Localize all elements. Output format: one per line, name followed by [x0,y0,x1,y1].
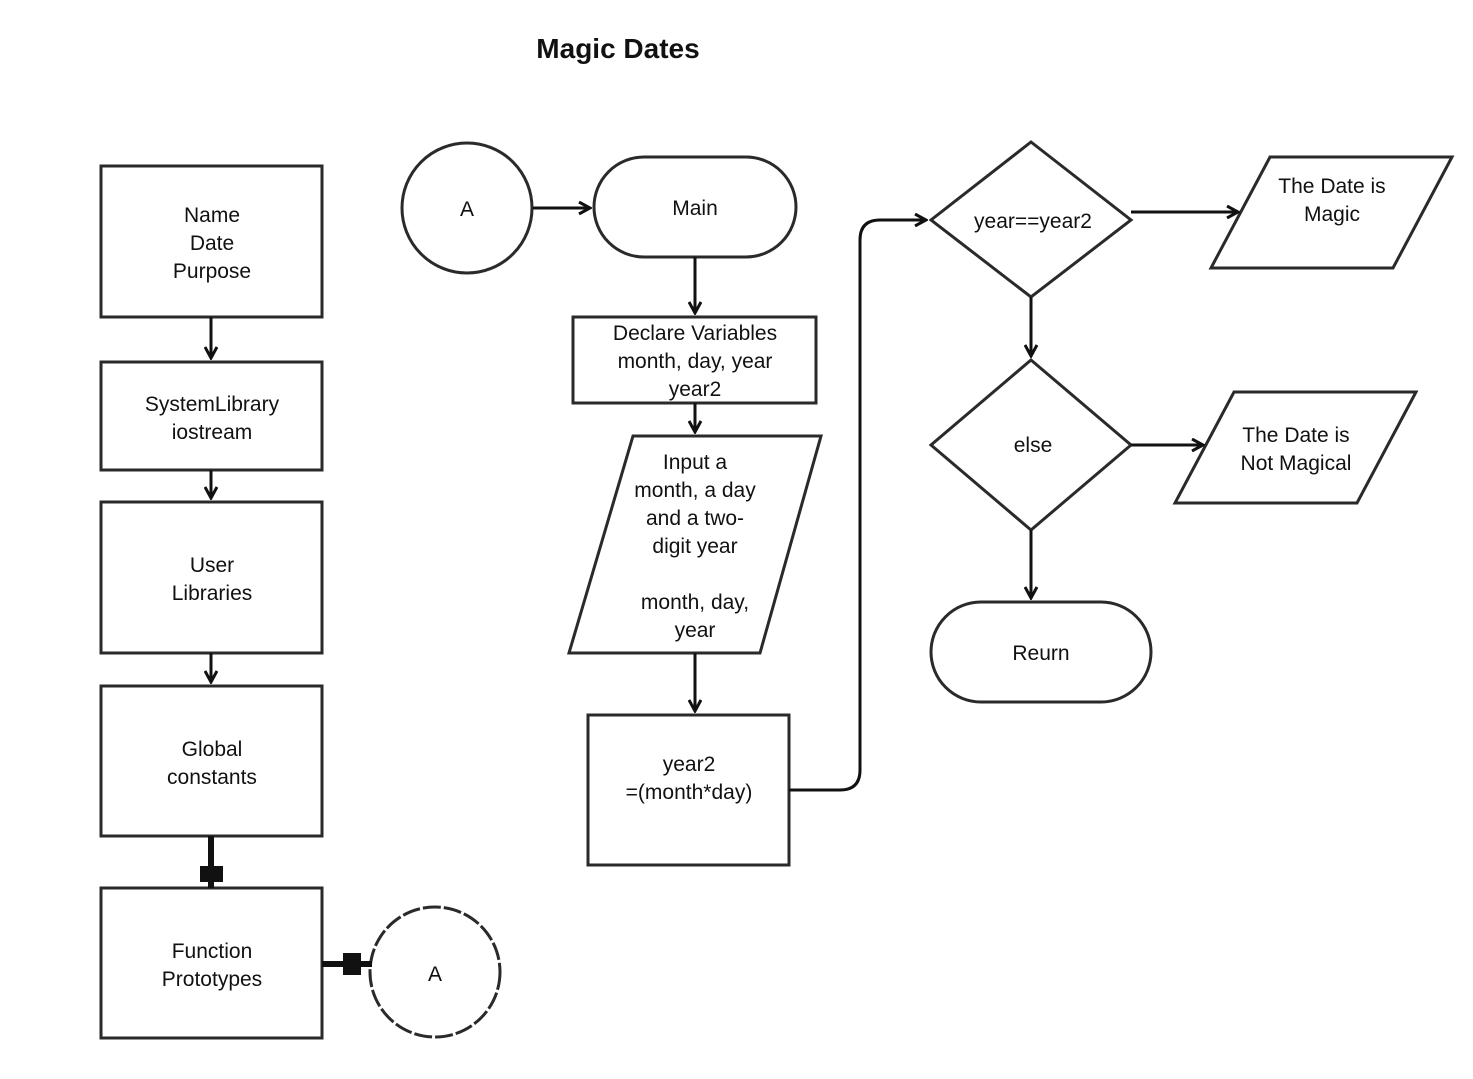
node-output-not-magical: The Date is Not Magical [1172,390,1419,505]
node-connector-top: A [400,141,534,275]
node-connector-bottom: A [368,905,502,1039]
node-main-label: Main [672,197,718,220]
label-line: User [190,554,234,577]
label-line: Date [190,232,234,255]
label-line: Not Magical [1241,452,1352,475]
label-line: =(month*day) [626,781,753,804]
label-line: Function [172,940,253,963]
node-input-label: Input a month, a day and a two-digit year m… [634,451,756,642]
node-declare-variables-label: Declare Variables month, day, year year2 [613,322,777,401]
node-global-constants: Global constants [99,684,324,838]
label-line: month, day, year [618,350,773,373]
label-line: year2 [669,378,722,401]
diagram-title: Magic Dates [536,33,699,64]
label-line: The Date is [1242,424,1349,447]
node-return-label: Reurn [1012,642,1069,665]
node-decision-else-label: else [1014,434,1053,457]
label-line: digit year [652,535,737,558]
label-line: month, a day [634,479,756,502]
label-line: iostream [172,421,253,444]
node-connector-bottom-label: A [428,963,442,986]
label-line: Purpose [173,260,251,283]
label-line: A [428,963,442,986]
edge-compute-to-decision [789,220,926,792]
label-line: year2 [663,753,716,776]
node-output-not-magical-label: The Date is Not Magical [1241,424,1352,475]
label-line: Main [672,197,718,220]
label-line: month, day, [641,591,749,614]
node-system-library: SystemLibrary iostream [99,360,324,472]
label-line: Reurn [1012,642,1069,665]
node-return: Reurn [929,600,1153,704]
label-line: SystemLibrary [145,393,280,416]
label-line: Input a [663,451,728,474]
node-system-library-label: SystemLibrary iostream [145,393,280,444]
node-global-constants-label: Global constants [167,738,257,789]
node-connector-top-label: A [460,198,474,221]
label-line: Libraries [172,582,253,605]
label-line: else [1014,434,1053,457]
node-decision-else: else [928,358,1134,532]
node-declare-variables: Declare Variables month, day, year year2 [571,315,818,405]
edge-global-to-prototypes [200,836,223,888]
node-input: Input a month, a day and a two-digit year m… [566,434,823,655]
label-line: The Date is [1278,175,1385,198]
node-output-magic-label: The Date is Magic [1278,175,1385,226]
node-compute-year2-label: year2 =(month*day) [626,753,753,804]
label-line: Global [182,738,243,761]
node-decision-equal: year==year2 [928,140,1134,299]
label-line: Name [184,204,240,227]
label-line: year [675,619,716,642]
node-compute-year2: year2 =(month*day) [586,713,791,867]
label-line: Magic [1304,203,1360,226]
node-decision-equal-label: year==year2 [974,210,1092,233]
edge-prototypes-to-connector [322,953,372,975]
label-line: year==year2 [974,210,1092,233]
label-line: constants [167,766,257,789]
node-main: Main [592,155,798,259]
label-line: and a two- [646,507,744,530]
label-line: Prototypes [162,968,262,991]
label-line: A [460,198,474,221]
node-output-magic: The Date is Magic [1208,155,1455,270]
label-line: Declare Variables [613,322,777,345]
